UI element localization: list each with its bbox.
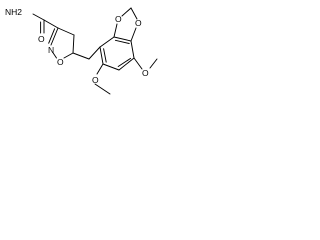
label-amide-o: O	[38, 34, 45, 44]
label-methoxy-o-right: O	[142, 68, 149, 78]
label-amide-nh2: NH2	[5, 7, 22, 17]
bond-c3-n	[50, 27, 59, 46]
bond-ar-c6-c1-double	[103, 48, 107, 63]
label-dioxole-o-upper: O	[115, 14, 122, 24]
label-methoxy-o-left: O	[92, 75, 99, 85]
bond-amide-c-ring	[43, 19, 59, 29]
bond-c3-c4	[57, 27, 75, 36]
bond-ar-c3-c4	[130, 40, 135, 59]
atom-labels: NH2 O N O O O O O	[5, 7, 149, 85]
bond-ch2-aryl	[88, 46, 101, 60]
bond-ar-ome-left	[96, 63, 104, 75]
bond-c3-n-double	[48, 28, 56, 44]
bond-ar-c1-c2	[99, 36, 115, 48]
bond-n-o	[52, 51, 57, 59]
label-ring-n: N	[48, 45, 54, 55]
bond-ar-o-lower	[130, 27, 137, 42]
bond-ar-ome-right	[133, 57, 143, 70]
bond-ar-c6-c1	[99, 46, 104, 65]
bond-ar-c4-c5-double	[117, 57, 132, 67]
label-ring-o: O	[57, 57, 64, 67]
chemical-structure: NH2 O N O O O O O	[5, 7, 158, 95]
bond-ar-c5-c6	[102, 63, 120, 71]
bond-o-ch2-upper	[121, 7, 132, 17]
label-dioxole-o-lower: O	[135, 18, 142, 28]
bond-c5-o	[63, 52, 74, 59]
bond-ome-left-ch3	[94, 83, 111, 95]
bond-ar-c2-c3-double	[114, 39, 130, 44]
bond-ome-right-ch3	[149, 58, 158, 69]
bond-c4-c5	[72, 34, 75, 54]
bond-amide-c-n	[32, 13, 45, 21]
bonds	[32, 7, 158, 95]
bond-o-ch2-lower	[130, 7, 138, 20]
bond-c5-ch2	[72, 52, 90, 60]
bond-ar-c2-c3	[113, 36, 132, 42]
bond-ar-o-upper	[113, 23, 118, 38]
bond-ar-c4-c5	[118, 57, 135, 71]
